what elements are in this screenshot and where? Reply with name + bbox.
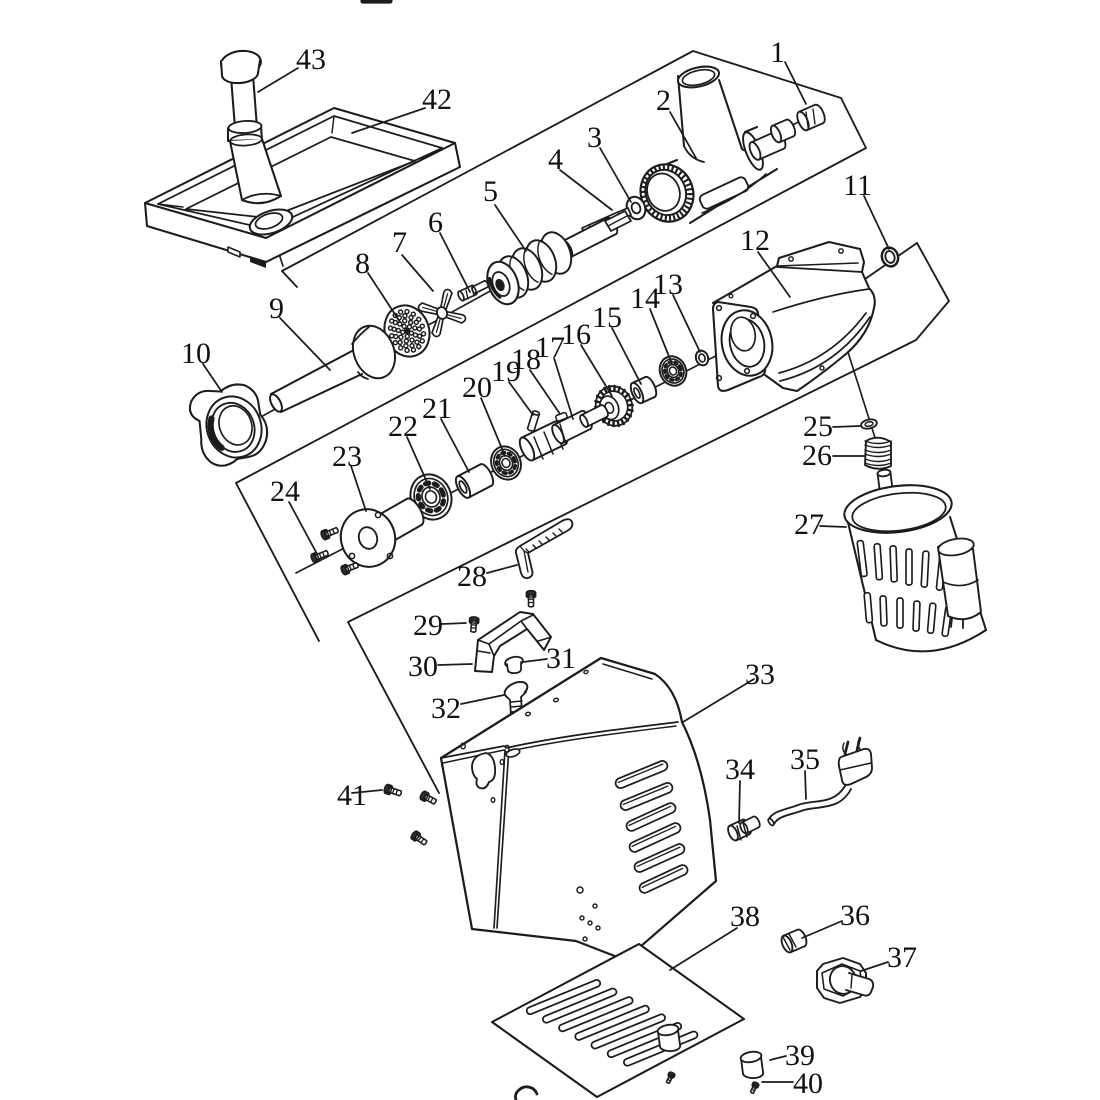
svg-text:43: 43 (296, 43, 326, 76)
svg-text:12: 12 (740, 224, 770, 257)
svg-text:27: 27 (794, 508, 824, 541)
svg-text:22: 22 (388, 410, 418, 443)
svg-text:16: 16 (561, 318, 591, 351)
svg-text:40: 40 (793, 1067, 823, 1100)
svg-text:8: 8 (355, 247, 370, 280)
svg-text:31: 31 (546, 642, 576, 675)
svg-text:23: 23 (332, 440, 362, 473)
svg-text:1: 1 (770, 36, 785, 69)
svg-text:42: 42 (422, 83, 452, 116)
svg-text:4: 4 (548, 143, 563, 176)
svg-text:30: 30 (408, 650, 438, 683)
svg-text:3: 3 (587, 121, 602, 154)
svg-text:38: 38 (730, 900, 760, 933)
svg-text:26: 26 (802, 439, 832, 472)
svg-text:10: 10 (181, 337, 211, 370)
svg-text:6: 6 (428, 206, 443, 239)
svg-text:14: 14 (630, 282, 660, 315)
svg-text:2: 2 (656, 84, 671, 117)
svg-text:7: 7 (392, 226, 407, 259)
svg-text:21: 21 (422, 392, 452, 425)
svg-text:19: 19 (491, 355, 521, 388)
svg-text:41: 41 (337, 779, 367, 812)
svg-text:37: 37 (887, 941, 917, 974)
svg-text:29: 29 (413, 609, 443, 642)
svg-text:18: 18 (511, 343, 541, 376)
svg-text:17: 17 (535, 331, 565, 364)
svg-text:20: 20 (462, 371, 492, 404)
svg-text:5: 5 (483, 175, 498, 208)
svg-text:25: 25 (803, 410, 833, 443)
svg-text:11: 11 (843, 169, 872, 202)
svg-text:28: 28 (457, 560, 487, 593)
svg-text:24: 24 (270, 475, 300, 508)
svg-text:9: 9 (269, 292, 284, 325)
svg-text:13: 13 (653, 268, 683, 301)
svg-text:15: 15 (592, 301, 622, 334)
svg-text:39: 39 (785, 1039, 815, 1072)
svg-text:32: 32 (431, 692, 461, 725)
svg-text:36: 36 (840, 899, 870, 932)
svg-text:33: 33 (745, 658, 775, 691)
